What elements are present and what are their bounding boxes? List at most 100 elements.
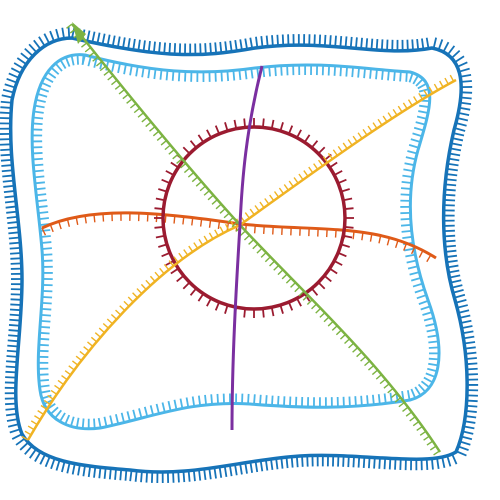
outer-boundary-tick xyxy=(33,39,42,50)
inner-boundary-tick xyxy=(87,56,92,67)
outer-boundary-tick xyxy=(259,460,264,472)
outer-boundary-tick xyxy=(4,195,16,199)
inner-boundary-tick xyxy=(425,372,436,378)
outer-boundary-tick xyxy=(450,142,463,147)
outer-boundary-tick xyxy=(466,367,478,371)
inner-boundary-tick xyxy=(423,376,434,384)
outer-boundary-tick xyxy=(459,314,471,319)
outer-boundary-tick xyxy=(459,101,472,106)
inner-boundary-tick xyxy=(40,319,51,323)
inner-boundary-tick xyxy=(405,71,408,82)
outer-boundary-tick xyxy=(249,37,254,49)
outer-boundary-tick xyxy=(451,137,464,142)
outer-boundary-tick xyxy=(425,37,430,49)
inner-boundary-tick xyxy=(120,412,125,423)
outer-boundary-tick xyxy=(425,458,429,471)
inner-boundary-tick xyxy=(407,150,418,155)
inner-boundary-tick xyxy=(39,384,50,388)
outer-boundary-tick xyxy=(9,318,21,322)
outer-boundary-tick xyxy=(168,42,172,54)
inner-boundary-tick xyxy=(34,175,45,179)
inner-boundary-tick xyxy=(141,67,145,78)
outer-boundary-tick xyxy=(466,399,478,403)
outer-boundary-tick xyxy=(451,284,463,289)
inner-boundary-tick xyxy=(401,229,412,233)
outer-boundary-tick xyxy=(5,370,17,374)
outer-boundary-tick xyxy=(140,471,143,483)
inner-boundary-tick xyxy=(400,187,412,190)
outer-boundary-tick xyxy=(388,458,392,470)
outer-boundary-tick xyxy=(454,127,466,132)
inner-boundary-tick xyxy=(81,54,85,65)
outer-boundary-tick xyxy=(5,402,17,406)
outer-boundary-tick xyxy=(5,376,17,379)
inner-boundary-tick xyxy=(135,66,139,77)
outer-boundary-tick xyxy=(55,459,61,471)
inner-boundary-tick xyxy=(40,313,51,317)
outer-boundary-tick xyxy=(444,234,456,238)
outer-boundary-tick xyxy=(142,40,146,52)
outer-boundary-tick xyxy=(0,106,12,109)
outer-boundary-tick xyxy=(213,467,217,479)
outer-boundary-tick xyxy=(416,38,420,51)
outer-boundary-tick xyxy=(447,264,459,269)
outer-boundary-tick xyxy=(280,457,284,469)
inner-boundary-tick xyxy=(38,211,49,215)
inner-boundary-tick xyxy=(117,63,121,74)
inner-boundary-tick xyxy=(161,402,166,413)
outer-boundary-tick xyxy=(455,450,467,457)
outer-boundary-tick xyxy=(1,94,13,99)
green-curve-tick xyxy=(187,172,195,178)
inner-boundary-tick xyxy=(420,305,431,311)
inner-boundary-tick xyxy=(40,229,51,232)
inner-boundary-tick xyxy=(40,235,51,238)
outer-boundary-tick xyxy=(449,274,461,279)
inner-boundary-tick xyxy=(408,143,419,149)
inner-boundary-tick xyxy=(400,223,412,227)
inner-boundary-tick xyxy=(423,317,434,322)
outer-boundary-tick xyxy=(383,458,387,470)
outer-boundary-tick xyxy=(460,96,472,100)
outer-boundary-tick xyxy=(6,349,18,353)
inner-boundary-tick xyxy=(253,394,256,405)
inner-boundary-tick xyxy=(400,218,411,221)
outer-boundary-tick xyxy=(3,190,15,194)
outer-boundary-tick xyxy=(29,448,37,459)
outer-boundary-tick xyxy=(249,461,253,473)
outer-boundary-tick xyxy=(446,455,452,467)
outer-boundary-tick xyxy=(5,205,17,209)
green-curve-tick xyxy=(152,130,160,137)
inner-boundary-tick xyxy=(39,325,51,329)
outer-boundary-tick xyxy=(448,157,460,162)
outer-boundary-tick xyxy=(339,35,343,48)
inner-boundary-tick xyxy=(402,174,413,178)
inner-boundary-tick xyxy=(418,110,429,114)
outer-boundary-tick xyxy=(380,39,384,51)
outer-boundary-tick xyxy=(10,303,22,306)
outer-boundary-tick xyxy=(77,464,81,476)
outer-boundary-tick xyxy=(344,36,348,48)
inner-boundary-tick xyxy=(400,193,411,196)
outer-boundary-tick xyxy=(460,80,472,83)
outer-boundary-tick xyxy=(147,40,151,53)
inner-boundary-tick xyxy=(404,162,415,167)
outer-boundary-tick xyxy=(458,112,470,117)
inner-boundary-tick xyxy=(42,296,53,299)
outer-boundary-tick xyxy=(98,467,102,479)
outer-boundary-tick xyxy=(67,27,71,39)
outer-boundary-tick xyxy=(455,298,467,304)
outer-boundary-tick xyxy=(61,27,65,39)
outer-boundary-tick xyxy=(223,465,228,478)
inner-boundary-tick xyxy=(126,411,131,422)
outer-boundary-tick xyxy=(4,83,16,89)
green-curve-tick xyxy=(141,116,148,123)
inner-boundary-tick xyxy=(159,69,163,80)
inner-boundary-tick xyxy=(155,403,160,414)
green-curve-tick xyxy=(180,162,187,169)
green-curve-tick xyxy=(137,112,144,118)
outer-boundary-tick xyxy=(187,470,191,482)
inner-boundary-tick xyxy=(425,322,436,327)
inner-boundary-tick xyxy=(428,346,439,349)
outer-boundary-tick xyxy=(463,335,475,340)
inner-boundary-tick xyxy=(401,180,412,184)
